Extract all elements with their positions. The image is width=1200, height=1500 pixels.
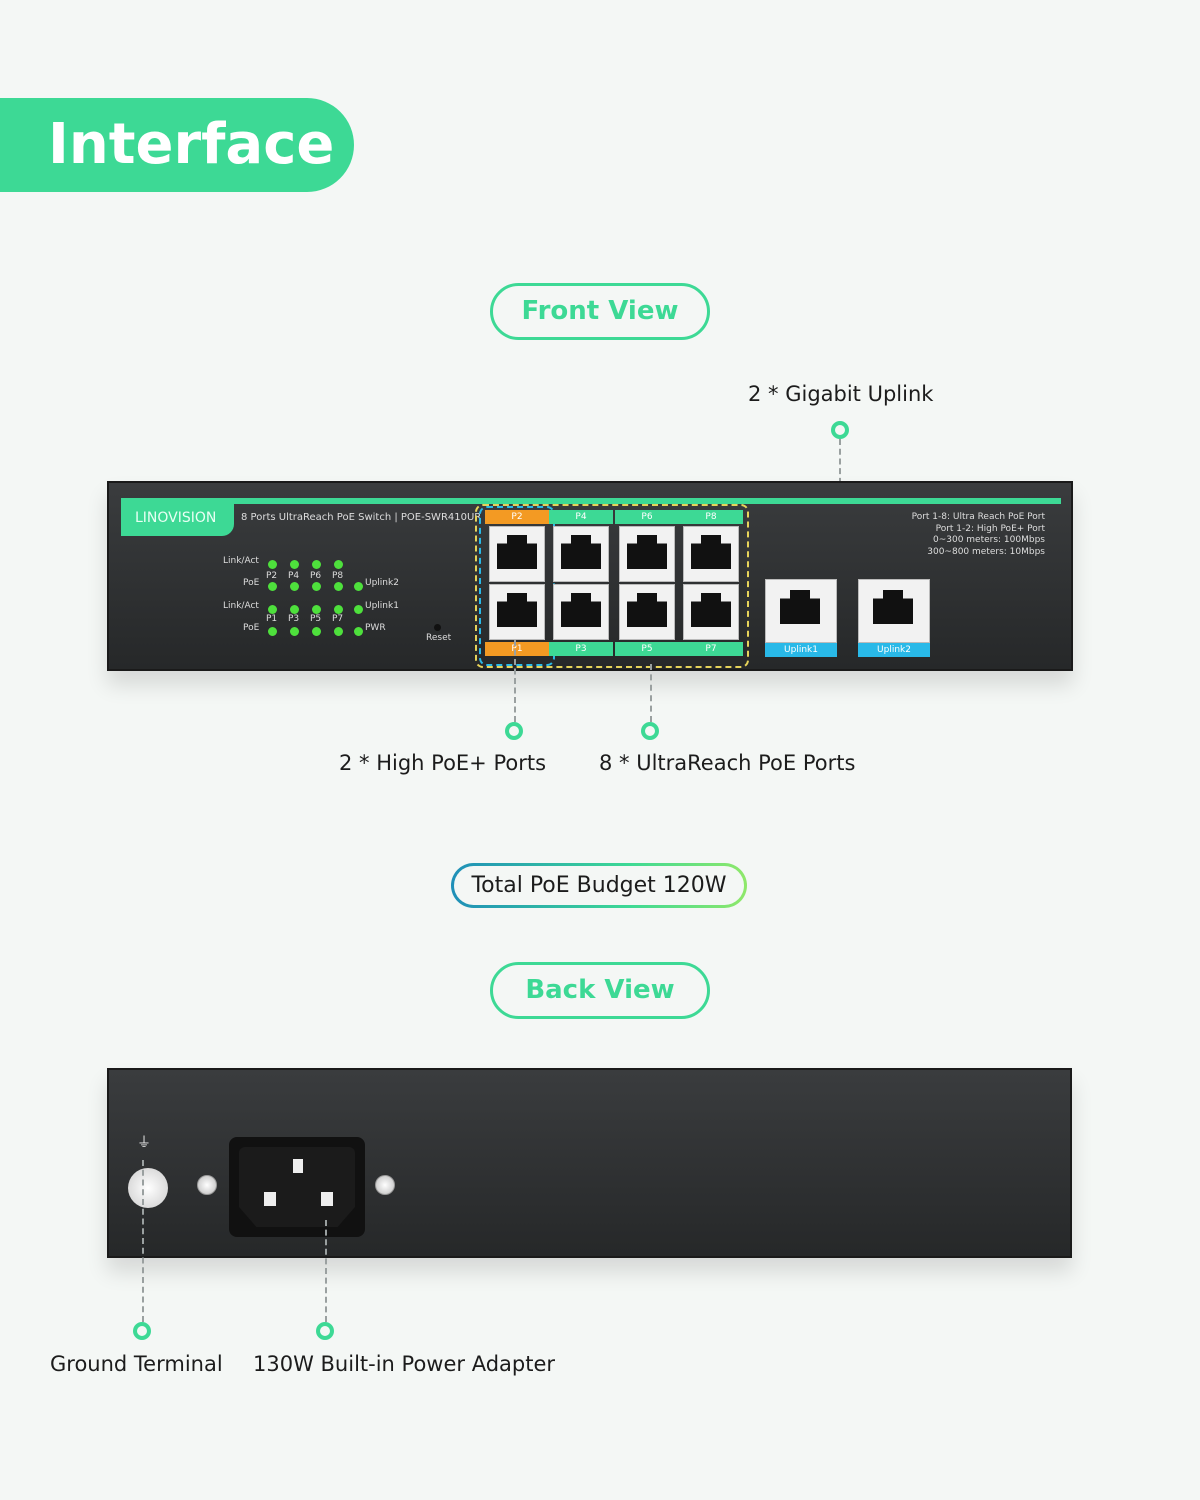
- led-port-label: P7: [332, 614, 344, 624]
- status-led: [334, 560, 343, 569]
- ground-terminal: [128, 1168, 168, 1208]
- ethernet-port[interactable]: [553, 526, 609, 582]
- status-led: [312, 605, 321, 614]
- callout-dot: [316, 1322, 334, 1340]
- status-led: [312, 560, 321, 569]
- callout-line: [650, 664, 652, 722]
- accent-stripe: [121, 498, 1061, 504]
- status-led: [268, 605, 277, 614]
- ethernet-port[interactable]: [553, 584, 609, 640]
- status-led: [268, 560, 277, 569]
- led-label: Uplink2: [365, 578, 399, 588]
- status-led: [334, 582, 343, 591]
- led-port-label: P3: [288, 614, 300, 624]
- callout-dot: [641, 722, 659, 740]
- status-led: [290, 627, 299, 636]
- uplink2-label: Uplink2: [858, 643, 930, 657]
- led-port-label: P8: [332, 571, 344, 581]
- front-view-label: Front View: [490, 283, 710, 340]
- brand-logo: LINOVISION: [121, 498, 234, 536]
- ground-symbol-icon: ⏚: [137, 1135, 151, 1151]
- uplink1-label: Uplink1: [765, 643, 837, 657]
- reset-button[interactable]: [434, 624, 441, 631]
- status-led: [312, 582, 321, 591]
- reset-label: Reset: [426, 633, 452, 643]
- model-text: 8 Ports UltraReach PoE Switch | POE-SWR4…: [241, 512, 482, 523]
- status-led: [354, 627, 363, 636]
- status-led: [290, 605, 299, 614]
- section-heading: Interface: [0, 98, 354, 192]
- info-line: 0~300 meters: 100Mbps: [932, 535, 1045, 545]
- info-line: 300~800 meters: 10Mbps: [927, 546, 1045, 557]
- ethernet-port[interactable]: [683, 526, 739, 582]
- port-label: P1: [485, 642, 549, 656]
- led-label: Link/Act: [223, 601, 259, 611]
- ethernet-port[interactable]: [619, 526, 675, 582]
- ethernet-port[interactable]: [619, 584, 675, 640]
- ultrareach-ports-outline: [475, 504, 749, 668]
- high-poe-callout: 2 * High PoE+ Ports: [339, 751, 547, 775]
- status-led: [334, 605, 343, 614]
- led-label: PoE: [243, 578, 260, 588]
- status-led: [290, 582, 299, 591]
- port-label: P2: [485, 510, 549, 524]
- led-port-label: P1: [266, 614, 278, 624]
- callout-dot: [831, 421, 849, 439]
- callout-dot: [505, 722, 523, 740]
- led-port-label: P6: [310, 571, 322, 581]
- port-label: P3: [549, 642, 613, 656]
- ultrareach-callout: 8 * UltraReach PoE Ports: [599, 751, 856, 775]
- switch-back-panel: ⏚: [107, 1068, 1072, 1258]
- led-port-label: P4: [288, 571, 300, 581]
- port-label: P4: [549, 510, 613, 524]
- status-led: [268, 582, 277, 591]
- callout-line: [142, 1160, 144, 1322]
- uplink2-port[interactable]: [858, 579, 930, 643]
- status-led: [354, 582, 363, 591]
- screw-icon: [197, 1175, 217, 1195]
- status-led: [268, 627, 277, 636]
- port-label: P7: [679, 642, 743, 656]
- ethernet-port[interactable]: [683, 584, 739, 640]
- port-label: P5: [615, 642, 679, 656]
- callout-dot: [133, 1322, 151, 1340]
- switch-front-panel: LINOVISION 8 Ports UltraReach PoE Switch…: [107, 481, 1073, 671]
- port-label: P6: [615, 510, 679, 524]
- status-led: [312, 627, 321, 636]
- ethernet-port[interactable]: [489, 526, 545, 582]
- status-led: [290, 560, 299, 569]
- back-view-label: Back View: [490, 962, 710, 1019]
- uplink-callout: 2 * Gigabit Uplink: [748, 382, 934, 406]
- led-label: Link/Act: [223, 556, 259, 566]
- led-label: PoE: [243, 623, 260, 633]
- led-port-label: P5: [310, 614, 322, 624]
- power-inlet[interactable]: [229, 1137, 365, 1237]
- callout-line: [325, 1220, 327, 1322]
- info-line: Port 1-8: Ultra Reach PoE Port: [911, 512, 1045, 522]
- poe-budget-badge: Total PoE Budget 120W: [451, 863, 747, 908]
- power-adapter-callout: 130W Built-in Power Adapter: [253, 1352, 556, 1376]
- port-label: P8: [679, 510, 743, 524]
- led-port-label: P2: [266, 571, 278, 581]
- status-led: [354, 605, 363, 614]
- led-label: PWR: [365, 623, 386, 633]
- callout-line: [514, 640, 516, 722]
- led-label: Uplink1: [365, 601, 399, 611]
- info-line: Port 1-2: High PoE+ Port: [935, 523, 1045, 534]
- screw-icon: [375, 1175, 395, 1195]
- ethernet-port[interactable]: [489, 584, 545, 640]
- status-led: [334, 627, 343, 636]
- ground-terminal-callout: Ground Terminal: [50, 1352, 223, 1376]
- uplink1-port[interactable]: [765, 579, 837, 643]
- poe-budget-text: Total PoE Budget 120W: [454, 866, 744, 905]
